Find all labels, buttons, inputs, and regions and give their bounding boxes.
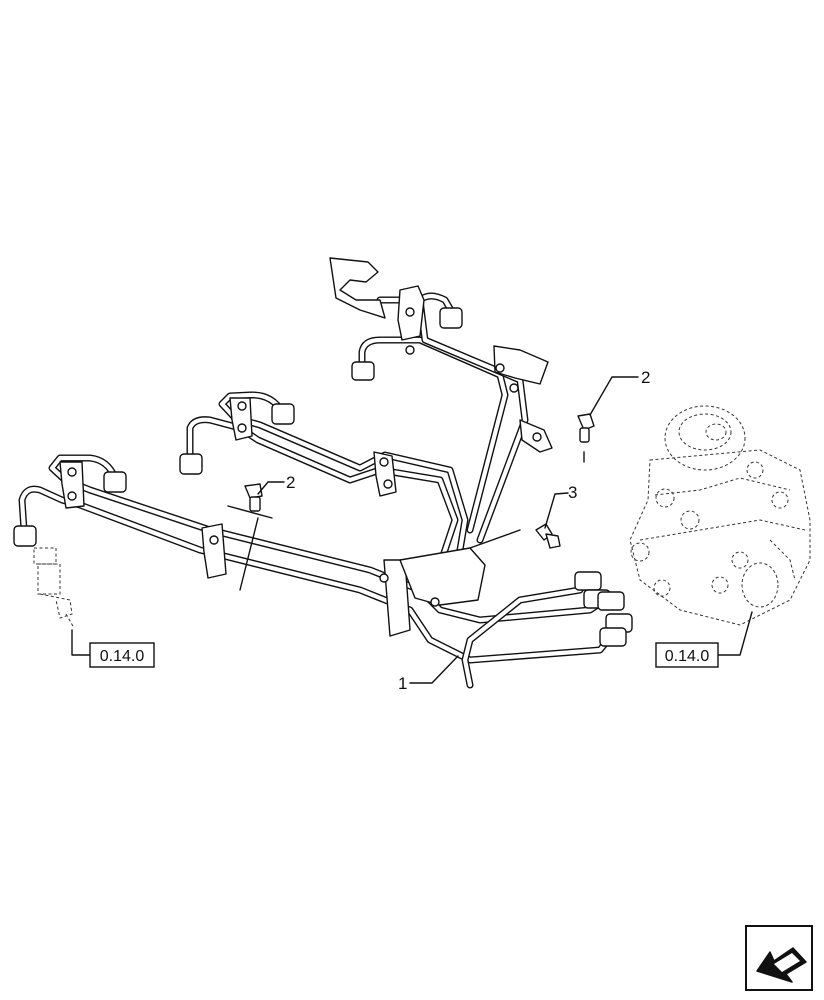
reference-box-right[interactable]: 0.14.0 bbox=[655, 642, 719, 668]
next-page-button[interactable] bbox=[745, 925, 813, 991]
reference-label-right: 0.14.0 bbox=[665, 648, 710, 665]
arrow-next-icon bbox=[756, 947, 807, 983]
callout-label-1: 1 bbox=[398, 674, 407, 693]
lower-injector-pipes bbox=[13, 454, 633, 689]
callout-label-2-top: 2 bbox=[641, 368, 650, 387]
reference-label-left: 0.14.0 bbox=[100, 648, 145, 665]
screw-3 bbox=[535, 523, 561, 549]
upper-nuts bbox=[351, 307, 463, 381]
leader-lines bbox=[71, 376, 753, 684]
injector-nozzle bbox=[33, 547, 75, 629]
pump-fittings bbox=[574, 571, 633, 647]
screw-2-top bbox=[577, 413, 595, 443]
middle-injector-pipes bbox=[179, 391, 469, 584]
screw-2-middle bbox=[244, 483, 263, 512]
injection-pump bbox=[629, 405, 811, 626]
reference-box-left[interactable]: 0.14.0 bbox=[89, 642, 155, 668]
upper-injector-pipes bbox=[329, 257, 553, 544]
callout-label-2-middle: 2 bbox=[286, 473, 295, 492]
callout-label-3: 3 bbox=[568, 483, 577, 502]
